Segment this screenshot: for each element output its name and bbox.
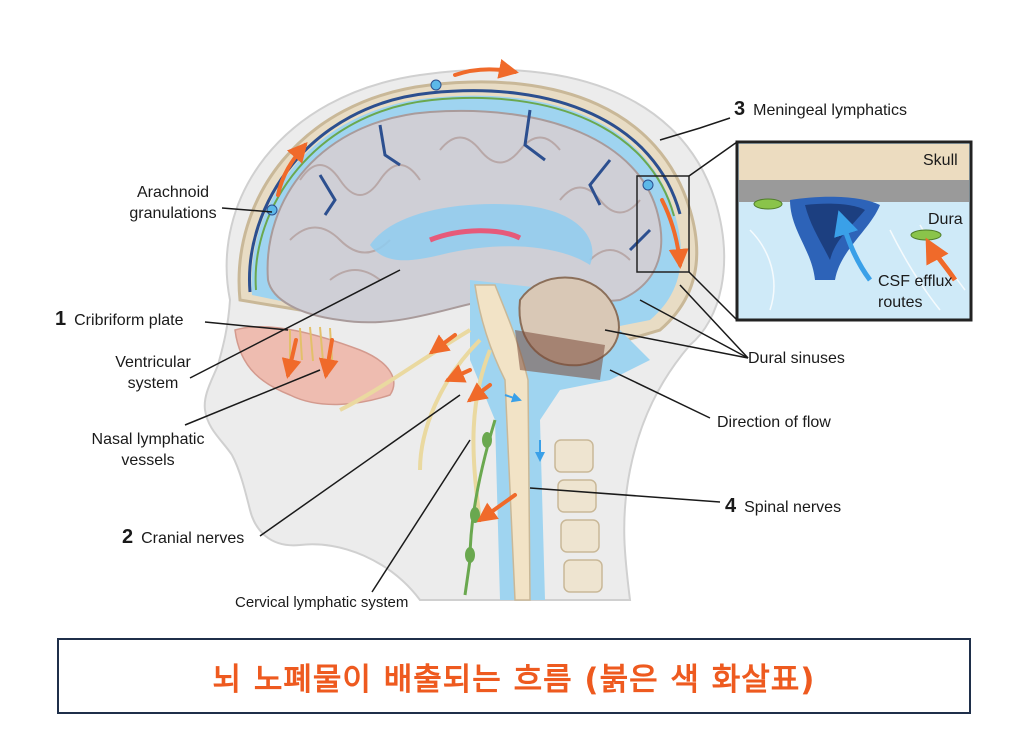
label-line: Ventricular (115, 354, 191, 371)
label-dura: Dura (928, 211, 963, 228)
brain-illustration (184, 59, 973, 601)
label-text: Cribriform plate (74, 312, 184, 329)
label-spinal-nerves: 4 Spinal nerves (725, 496, 841, 518)
label-ventricular-system: Ventricular system (98, 352, 208, 394)
caption-box: 뇌 노폐물이 배출되는 흐름 (붉은 색 화살표) (57, 638, 971, 714)
nasal-lymphatic-vessels (289, 326, 333, 362)
vertebrae (554, 439, 603, 593)
ventricle (370, 204, 593, 265)
label-cribriform-plate: 1 Cribriform plate (55, 309, 183, 331)
label-line: Nasal lymphatic (91, 431, 205, 448)
dura-line (248, 89, 682, 293)
cortical-veins (318, 109, 652, 252)
csf-direction-arrows (504, 392, 545, 462)
brainstem (474, 284, 531, 601)
label-line: vessels (121, 452, 175, 469)
label-text: Spinal nerves (744, 499, 842, 516)
inset-panel (735, 140, 973, 322)
label-line: Arachnoid (136, 184, 210, 201)
caption-text: 뇌 노폐물이 배출되는 흐름 (붉은 색 화살표) (212, 661, 816, 698)
label-line: system (127, 375, 179, 392)
label-meningeal-lymphatics: 3 Meningeal lymphatics (734, 99, 907, 121)
label-line: granulations (129, 205, 217, 222)
label-csf-efflux: CSF efflux routes (878, 271, 952, 313)
corpus-callosum (429, 228, 522, 243)
leader-lines (184, 117, 749, 593)
label-nasal-lymphatic-vessels: Nasal lymphatic vessels (78, 429, 218, 471)
label-number: 2 (122, 526, 134, 548)
label-text: Meningeal lymphatics (753, 102, 907, 119)
label-dural-sinuses: Dural sinuses (748, 350, 845, 367)
cerebellum-base (515, 330, 605, 380)
label-cervical-lymphatic-system: Cervical lymphatic system (235, 594, 409, 611)
label-number: 4 (725, 495, 737, 517)
label-text: Cranial nerves (141, 530, 245, 547)
label-arachnoid-granulations: Arachnoid granulations (118, 182, 228, 224)
label-number: 3 (734, 98, 746, 120)
label-line: routes (878, 294, 923, 311)
label-line: CSF efflux (878, 273, 953, 290)
label-direction-of-flow: Direction of flow (717, 414, 831, 431)
label-skull: Skull (923, 152, 958, 169)
flow-arrows (276, 59, 689, 523)
inset-source-box (636, 175, 690, 273)
label-cranial-nerves: 2 Cranial nerves (122, 527, 244, 549)
label-number: 1 (55, 308, 67, 330)
